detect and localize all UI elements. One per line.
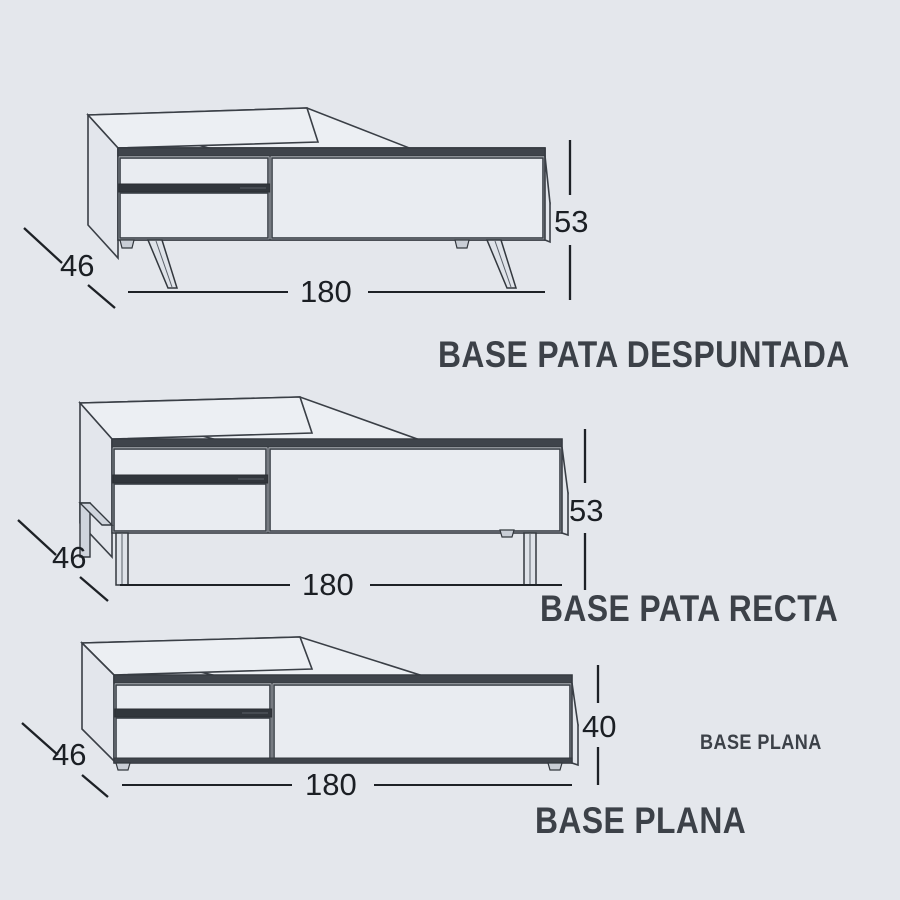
- cabinet-left-side: [87, 112, 119, 261]
- lower-drawer-face: [113, 483, 267, 532]
- plinth-shadow-band: [113, 757, 573, 764]
- door-face: [269, 448, 561, 532]
- dimension-height-label: 53: [554, 204, 588, 239]
- leg-front-right: [485, 239, 518, 289]
- depth-leader-lower: [81, 774, 109, 798]
- cabinet-top-plate: [80, 636, 314, 676]
- caption-base-pata-despuntada: BASE PATA DESPUNTADA: [438, 334, 850, 375]
- dimension-depth-label: 46: [60, 248, 94, 283]
- cabinet-right-end: [544, 155, 551, 244]
- door-face: [271, 157, 544, 239]
- dimension-width-label: 180: [300, 274, 352, 309]
- upper-drawer-face: [115, 684, 271, 712]
- drawer-handle-groove: [112, 474, 269, 484]
- foot-pad-right: [547, 762, 563, 771]
- cabinet-top-plate: [86, 107, 320, 149]
- leg-front-left: [146, 239, 179, 289]
- top-edge-band: [113, 674, 573, 684]
- depth-leader-lower: [79, 576, 109, 602]
- foot-pad-left: [115, 762, 131, 771]
- dimension-width-label: 180: [305, 767, 357, 802]
- dimension-depth-label: 46: [52, 737, 86, 772]
- caption-base-pata-recta: BASE PATA RECTA: [540, 588, 839, 629]
- depth-leader-upper: [17, 519, 57, 556]
- cabinet-right-end: [571, 682, 579, 767]
- caption-base-plana: BASE PLANA: [535, 800, 747, 841]
- foot-pad-left: [119, 239, 135, 249]
- lower-drawer-face: [115, 717, 271, 762]
- foot-pad-right: [499, 529, 515, 538]
- dimension-width-label: 180: [302, 567, 354, 602]
- cabinet-right-end: [561, 446, 569, 537]
- dimension-depth-label: 46: [52, 540, 86, 575]
- dimension-height-label: 53: [569, 493, 603, 528]
- upper-drawer-face: [119, 157, 269, 187]
- depth-leader-upper: [23, 227, 63, 264]
- drawer-handle-groove: [114, 708, 273, 718]
- furniture-diagram-base-pata-despuntada: 53 46 180: [23, 107, 588, 309]
- dimension-height-label: 40: [582, 709, 616, 744]
- foot-pad-right: [454, 239, 470, 249]
- depth-leader-upper: [21, 722, 59, 756]
- door-face: [273, 684, 571, 762]
- furniture-diagram-base-plana: 40 46 180: [21, 636, 616, 802]
- caption-base-plana-secondary: BASE PLANA: [700, 731, 822, 754]
- leg-front-right-crease: [494, 240, 512, 288]
- leg-front-left-crease: [155, 240, 173, 288]
- depth-leader-lower: [87, 284, 116, 309]
- drawer-handle-groove: [118, 183, 271, 193]
- lower-drawer-face: [119, 192, 269, 239]
- upper-drawer-face: [113, 448, 267, 478]
- top-edge-band: [111, 438, 563, 448]
- top-edge-band: [117, 147, 546, 157]
- furniture-diagram-base-pata-recta: 53 46 180: [17, 396, 603, 602]
- cabinet-top-plate: [78, 396, 314, 440]
- leg-rear-left-brace: [78, 502, 114, 526]
